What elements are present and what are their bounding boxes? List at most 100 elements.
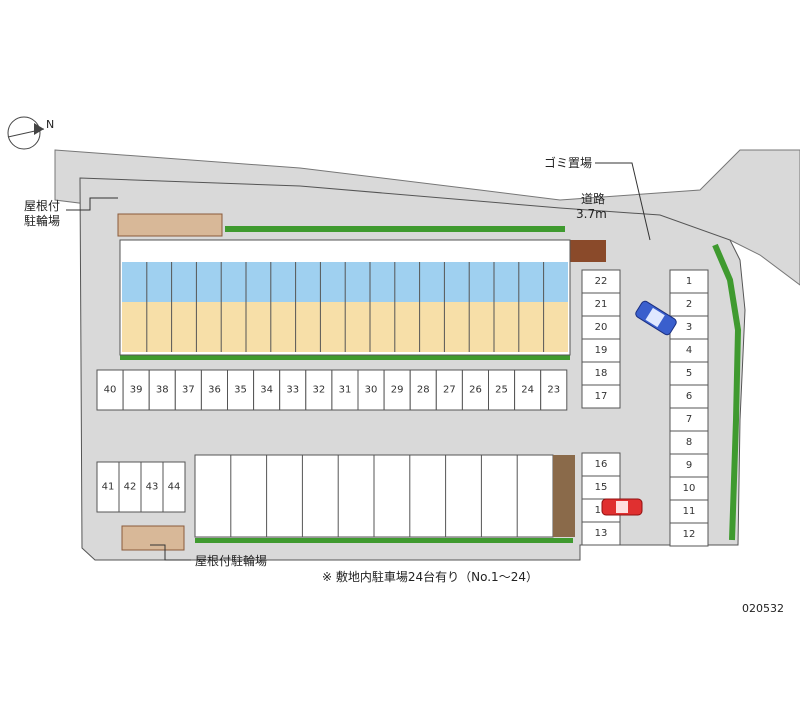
hedge-right bbox=[712, 243, 742, 541]
leader-lines bbox=[66, 162, 651, 561]
parking-slot-number: 17 bbox=[595, 391, 608, 402]
parking-slot-number: 23 bbox=[547, 385, 560, 396]
parking-slot: 26 bbox=[461, 369, 489, 411]
hedge-lower-building bbox=[195, 538, 573, 543]
parking-slot-number: 3 bbox=[686, 322, 692, 333]
red-car bbox=[601, 498, 643, 516]
apartment-building-lower bbox=[194, 454, 575, 538]
parking-slot: 11 bbox=[669, 499, 709, 524]
parking-slot: 6 bbox=[669, 384, 709, 409]
parking-slot: 20 bbox=[581, 315, 621, 340]
parking-slot-number: 11 bbox=[683, 506, 696, 517]
parking-slot-number: 24 bbox=[521, 385, 534, 396]
parking-slot-number: 43 bbox=[146, 482, 159, 493]
parking-slot: 1 bbox=[669, 269, 709, 294]
parking-slot-number: 38 bbox=[156, 385, 169, 396]
parking-slot: 16 bbox=[581, 452, 621, 477]
parking-slot-number: 26 bbox=[469, 385, 482, 396]
parking-slot-number: 5 bbox=[686, 368, 692, 379]
parking-slot: 8 bbox=[669, 430, 709, 455]
parking-slot-number: 25 bbox=[495, 385, 508, 396]
parking-slot: 10 bbox=[669, 476, 709, 501]
parking-slot-number: 20 bbox=[595, 322, 608, 333]
parking-slot-number: 40 bbox=[104, 385, 117, 396]
parking-slot-number: 13 bbox=[595, 528, 608, 539]
garbage-label: ゴミ置場 bbox=[544, 156, 593, 170]
parking-slot: 2 bbox=[669, 292, 709, 317]
parking-slot-number: 6 bbox=[686, 391, 692, 402]
parking-row-bottom: 40 39 38 37 36 35 34 33 32 31 30 29 28 27 26 25 24 23 bbox=[96, 369, 568, 411]
parking-slot: 42 bbox=[118, 461, 142, 513]
parking-slot: 40 bbox=[96, 369, 124, 411]
road-width-label: 3.7m bbox=[576, 207, 607, 221]
parking-slot-number: 33 bbox=[286, 385, 299, 396]
parking-slot-number: 42 bbox=[124, 482, 137, 493]
garbage-area bbox=[568, 240, 606, 262]
parking-slot: 24 bbox=[514, 369, 542, 411]
road-label: 道路 bbox=[581, 192, 606, 206]
parking-slot-number: 1 bbox=[686, 276, 692, 287]
building-unit-dividers bbox=[146, 262, 545, 352]
hedge-building-bottom bbox=[120, 355, 570, 360]
map-code: 020532 bbox=[742, 602, 784, 615]
parking-slot: 22 bbox=[581, 269, 621, 294]
parking-slot: 35 bbox=[227, 369, 255, 411]
parking-slot-number: 44 bbox=[168, 482, 181, 493]
parking-slot-number: 30 bbox=[365, 385, 378, 396]
parking-slot-number: 8 bbox=[686, 437, 692, 448]
parking-slot: 30 bbox=[357, 369, 385, 411]
parking-slot-number: 9 bbox=[686, 460, 692, 471]
parking-slot-number: 32 bbox=[312, 385, 325, 396]
parking-slot-number: 29 bbox=[391, 385, 404, 396]
parking-slot-number: 15 bbox=[595, 482, 608, 493]
hedge-top bbox=[225, 226, 565, 232]
bike-shed-top bbox=[117, 213, 223, 237]
parking-slot-number: 27 bbox=[443, 385, 456, 396]
parking-slot: 44 bbox=[162, 461, 186, 513]
parking-slot: 32 bbox=[305, 369, 333, 411]
parking-slot-number: 14 bbox=[595, 505, 608, 516]
bike-shed-label-top: 屋根付 駐輪場 bbox=[24, 199, 60, 229]
parking-slot: 38 bbox=[148, 369, 176, 411]
parking-slot: 17 bbox=[581, 384, 621, 409]
parking-slot: 7 bbox=[669, 407, 709, 432]
parking-slot-number: 28 bbox=[417, 385, 430, 396]
parking-slot: 29 bbox=[383, 369, 411, 411]
parking-slot-number: 34 bbox=[260, 385, 273, 396]
parking-column-lower-middle: 16 15 14 13 bbox=[581, 452, 621, 546]
parking-slot-number: 39 bbox=[130, 385, 143, 396]
compass-north-label: N bbox=[46, 118, 55, 131]
parking-slot: 13 bbox=[581, 521, 621, 546]
parking-slot: 43 bbox=[140, 461, 164, 513]
parking-slot: 5 bbox=[669, 361, 709, 386]
parking-slot-number: 36 bbox=[208, 385, 221, 396]
parking-slot: 25 bbox=[488, 369, 516, 411]
parking-block-left: 41 42 43 44 bbox=[96, 461, 186, 513]
parking-slot-number: 35 bbox=[234, 385, 247, 396]
north-arrow-icon bbox=[7, 116, 45, 150]
parking-slot: 19 bbox=[581, 338, 621, 363]
parking-slot: 21 bbox=[581, 292, 621, 317]
parking-slot: 31 bbox=[331, 369, 359, 411]
parking-slot-number: 16 bbox=[595, 459, 608, 470]
parking-slot: 18 bbox=[581, 361, 621, 386]
building-unit-dividers bbox=[230, 455, 518, 537]
bike-shed-label-top-line2: 駐輪場 bbox=[24, 214, 61, 228]
parking-slot: 36 bbox=[200, 369, 228, 411]
parking-slot-number: 2 bbox=[686, 299, 692, 310]
parking-slot: 9 bbox=[669, 453, 709, 478]
parking-slot-number: 18 bbox=[595, 368, 608, 379]
parking-slot-number: 37 bbox=[182, 385, 195, 396]
parking-slot: 12 bbox=[669, 522, 709, 547]
parking-slot: 27 bbox=[435, 369, 463, 411]
parking-slot: 33 bbox=[279, 369, 307, 411]
bike-shed-label-top-line1: 屋根付 bbox=[24, 199, 61, 213]
parking-slot: 37 bbox=[174, 369, 202, 411]
parking-slot: 34 bbox=[253, 369, 281, 411]
bike-shed-bottom bbox=[121, 525, 185, 551]
parking-slot-number: 19 bbox=[595, 345, 608, 356]
parking-slot-number: 7 bbox=[686, 414, 692, 425]
parking-slot-number: 41 bbox=[102, 482, 115, 493]
